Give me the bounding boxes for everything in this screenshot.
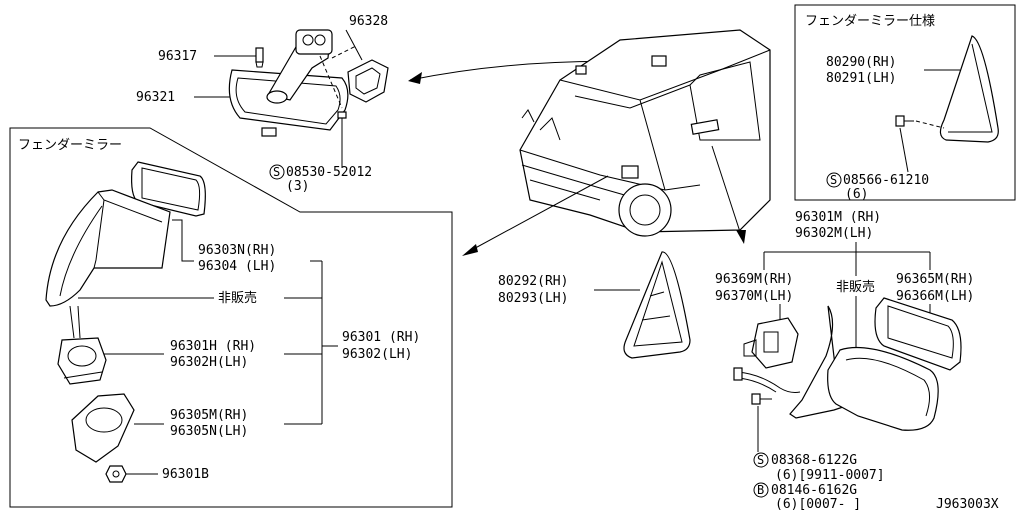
fender-mirror-glass-drawing xyxy=(131,161,206,217)
label-96301h: 96301H (RH) xyxy=(170,339,256,354)
label-96301m: 96301M (RH) xyxy=(795,210,881,225)
bolt-marker-08146 xyxy=(753,482,769,498)
corner-cover-80292-drawing xyxy=(623,251,691,359)
screw-08530-drawing xyxy=(337,111,347,128)
label-08146-6162g: 08146-6162G xyxy=(771,483,857,498)
arrow-head-fender-mirror xyxy=(462,244,478,256)
corner-cover-80290-drawing xyxy=(939,35,999,143)
screw-symbol-08368: S xyxy=(757,453,764,467)
screw-marker-08368 xyxy=(753,452,769,468)
label-96305n: 96305N(LH) xyxy=(170,424,248,439)
room-mirror-drawing xyxy=(228,29,349,137)
label-08368-6122g: 08368-6122G xyxy=(771,453,857,468)
arrow-to-fender-mirror xyxy=(467,175,609,253)
clip-96317-drawing xyxy=(255,47,264,68)
label-96302: 96302(LH) xyxy=(342,347,412,362)
label-08368-note: (6)[9911-0007] xyxy=(775,468,885,483)
fender-mirror-spec-frame xyxy=(794,4,1016,201)
label-08530-52012: 08530-52012 xyxy=(286,165,372,180)
screw-marker-08566 xyxy=(826,172,842,188)
label-not-sold-left: 非販売 xyxy=(218,290,257,306)
harness-drawing xyxy=(733,367,801,393)
label-96304: 96304 (LH) xyxy=(198,259,276,274)
arrow-to-door-mirror xyxy=(711,145,743,239)
label-96302m: 96302M(LH) xyxy=(795,226,873,241)
label-96317: 96317 xyxy=(158,49,197,64)
door-mirror-housing-drawing xyxy=(789,305,939,431)
screw-08566-drawing xyxy=(895,115,914,127)
screw-symbol-08566: S xyxy=(830,173,837,187)
label-80293: 80293(LH) xyxy=(498,291,568,306)
screw-08368-drawing xyxy=(751,393,772,405)
nut-96301b-drawing xyxy=(105,465,127,483)
door-mirror-glass-drawing xyxy=(874,297,962,371)
vehicle-drawing xyxy=(519,29,771,237)
screw-marker-08530 xyxy=(269,164,285,180)
diagram-code: J963003X xyxy=(936,497,999,512)
mirror-actuator-drawing xyxy=(743,317,799,369)
fender-mirror-base-drawing xyxy=(71,393,135,463)
label-96328: 96328 xyxy=(349,14,388,29)
label-08530-qty: (3) xyxy=(286,179,309,194)
label-not-sold-right: 非販売 xyxy=(836,279,875,295)
label-96301b: 96301B xyxy=(162,467,209,482)
fender-mirror-frame xyxy=(9,127,453,508)
label-96301: 96301 (RH) xyxy=(342,330,420,345)
label-96365m: 96365M(RH) xyxy=(896,272,974,287)
label-96303n: 96303N(RH) xyxy=(198,243,276,258)
label-96321: 96321 xyxy=(136,90,175,105)
label-80290: 80290(RH) xyxy=(826,55,896,70)
screw-symbol-08530: S xyxy=(273,165,280,179)
label-96366m: 96366M(LH) xyxy=(896,289,974,304)
bolt-symbol-08146: B xyxy=(757,483,764,497)
room-mirror-cover-drawing xyxy=(347,59,389,103)
label-96305m: 96305M(RH) xyxy=(170,408,248,423)
label-08566-qty: (6) xyxy=(845,187,868,202)
label-80292: 80292(RH) xyxy=(498,274,568,289)
arrow-head-door-mirror xyxy=(736,230,746,244)
label-96370m: 96370M(LH) xyxy=(715,289,793,304)
label-80291: 80291(LH) xyxy=(826,71,896,86)
label-96369m: 96369M(RH) xyxy=(715,272,793,287)
label-96302h: 96302H(LH) xyxy=(170,355,248,370)
label-08566-61210: 08566-61210 xyxy=(843,173,929,188)
arrow-head-room-mirror xyxy=(408,72,422,84)
fender-mirror-spec-title: フェンダーミラー仕様 xyxy=(805,14,935,29)
label-08146-note: (6)[0007- ] xyxy=(775,497,861,512)
fender-mirror-box-title: フェンダーミラー xyxy=(18,138,122,153)
fender-mirror-stay-drawing xyxy=(57,305,107,385)
fender-mirror-body-drawing xyxy=(45,189,171,307)
